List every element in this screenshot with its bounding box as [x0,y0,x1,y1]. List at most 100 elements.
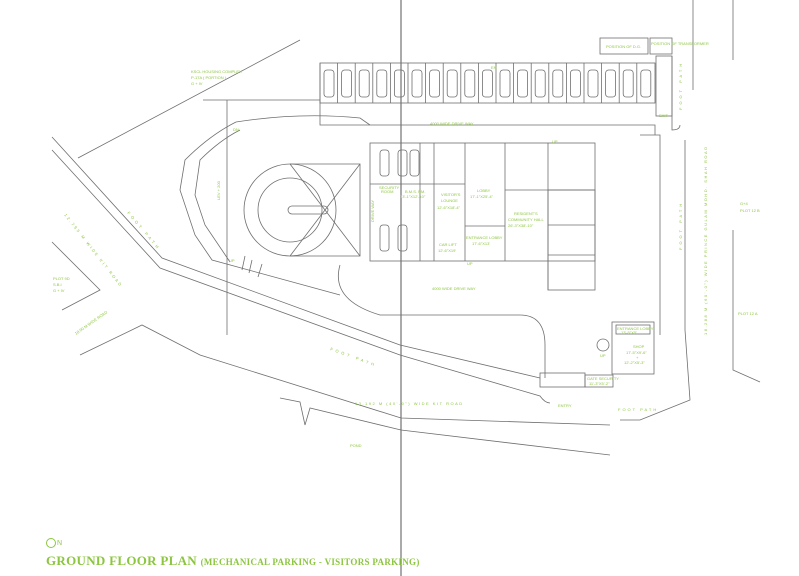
dg-position-box [599,37,649,55]
room-label: SHOP [633,344,645,349]
car-stall [429,69,441,98]
room-label: LOBBY [477,188,491,193]
road-label: 13.192 M (40'-0") WIDE KIT ROAD [355,401,464,406]
room-label: ENTRANCE LOBBY [617,326,654,331]
road-label: 12.795 M WIDE KIT ROAD [63,213,124,289]
road-label: 18.288 M (60'-0") WIDE PRINCE GULAM MOHD… [703,145,708,335]
east-plot-boundary-right [732,0,761,383]
dropoff-block [290,163,361,257]
room-label: 12'-2"X5'-3" [624,360,645,365]
foot-path-east-lower [620,140,691,421]
car-stall [397,149,408,177]
foot-path-label: FOOT PATH [126,210,161,251]
car-stall [379,224,390,252]
drawing-title: GROUND FLOOR PLAN (MECHANICAL PARKING - … [46,553,420,569]
room-label: 17'-5"X9'-6" [626,350,647,355]
car-stall [640,69,652,98]
pond-edge [279,397,611,456]
exit-label: EXIT [659,113,668,118]
room-label: 13'-5"X5' [621,330,637,335]
room-label: GATE SECURITY [587,376,619,381]
ramp-label: LEV + 200 [216,180,221,200]
dg-label: POSITION OF D.G. [606,44,641,49]
drawing-title-sub: (MECHANICAL PARKING - VISITORS PARKING) [200,557,420,567]
plot-label: G+4 [740,201,748,206]
car-stall [409,149,420,177]
car-stall [499,69,511,98]
drawing-title-main: GROUND FLOOR PLAN [46,553,197,568]
car-stall [570,69,581,98]
plot-label: G + IV [53,288,65,293]
room-label: ENTRANCE LOBBY [466,235,503,240]
room-label: 17'-1"X25'-4" [470,194,494,199]
plot-label: PLOT 9D [53,276,70,281]
north-boundary [77,39,320,159]
room-label: ROOM [381,189,393,194]
shop-entrance-lobby [615,324,651,335]
neighbor-label: G + IV [191,81,203,86]
car-stall [481,69,493,98]
foot-path-edge-2 [51,149,551,404]
foot-path-label: FOOT PATH [678,61,683,110]
room-label: RESIDENT'S [514,211,538,216]
entry-label: ENTRY [558,403,572,408]
room-label: COMMUNITY HALL [508,217,544,222]
room-label: DRIVE WAY [370,200,375,222]
entry-gate [539,372,586,388]
up-label: UP [467,261,473,266]
road-label: 18.90 M WIDE ROAD [74,309,109,335]
car-stall [517,69,528,98]
car-stall [622,69,634,98]
plot-9d-boundary [51,241,101,311]
room-label: CAR LIFT [439,242,457,247]
plot-label: PLOT 12 A [738,311,758,316]
drive-way-label: 4000 WIDE DRIVE WAY [432,286,476,291]
car-stall [323,69,335,98]
room-label: 17'-6"X13' [472,241,490,246]
room-label: + [636,355,639,360]
ramp-steps [241,255,263,278]
foot-path-label: FOOT PATH [618,407,658,412]
car-stall [379,149,390,177]
car-stall [552,69,564,98]
car-stall [534,69,546,98]
room-label: 12'-6"X18'-4" [437,205,461,210]
site-labels: KSCL HOUSING COMPLEX P-17A ( PORTION ) G… [53,41,760,448]
north-label: N [57,539,63,547]
room-label: 26'-3"X38'-10" [508,223,534,228]
building-block [369,142,596,291]
dropoff-diagonals [289,163,361,257]
east-driveway [640,134,661,335]
neighbor-label: KSCL HOUSING COMPLEX [191,69,242,74]
exit-lane [655,55,673,117]
car-stall [605,69,616,98]
parking-row-top [319,62,656,104]
fountain-inner [257,177,323,243]
car-stall [376,69,388,98]
foot-path-label: FOOT PATH [330,346,378,368]
room-label: 13'-1"X12'-10" [400,194,426,199]
car-stall [411,69,423,98]
car-stall [446,69,458,98]
neighbor-label: P-17A ( PORTION ) [191,75,227,80]
shop-block [611,321,655,375]
ramp-inner [194,129,241,263]
room-label: B.M.S. RM. [405,189,425,194]
building-parking-stalls [379,149,420,252]
pond-label: POND [350,443,362,448]
car-stall [358,69,370,98]
spiral-stair [596,338,610,352]
car-stall [341,69,353,98]
room-labels: SECURITY ROOM DRIVE WAY B.M.S. RM. 13'-1… [370,185,654,386]
parking-label: EN [491,65,497,70]
ramp-outer [179,121,341,296]
north-arrow: N [46,538,62,548]
up-label: UP [600,353,606,358]
foot-path-label: FOOT PATH [678,201,683,250]
transformer-label: POSITION OF TRANSFORMER [651,41,709,46]
north-arrow-icon [46,538,56,548]
up-label: UP [229,258,235,263]
room-label: LOUNGE [441,198,458,203]
driveway-outline [319,100,656,378]
